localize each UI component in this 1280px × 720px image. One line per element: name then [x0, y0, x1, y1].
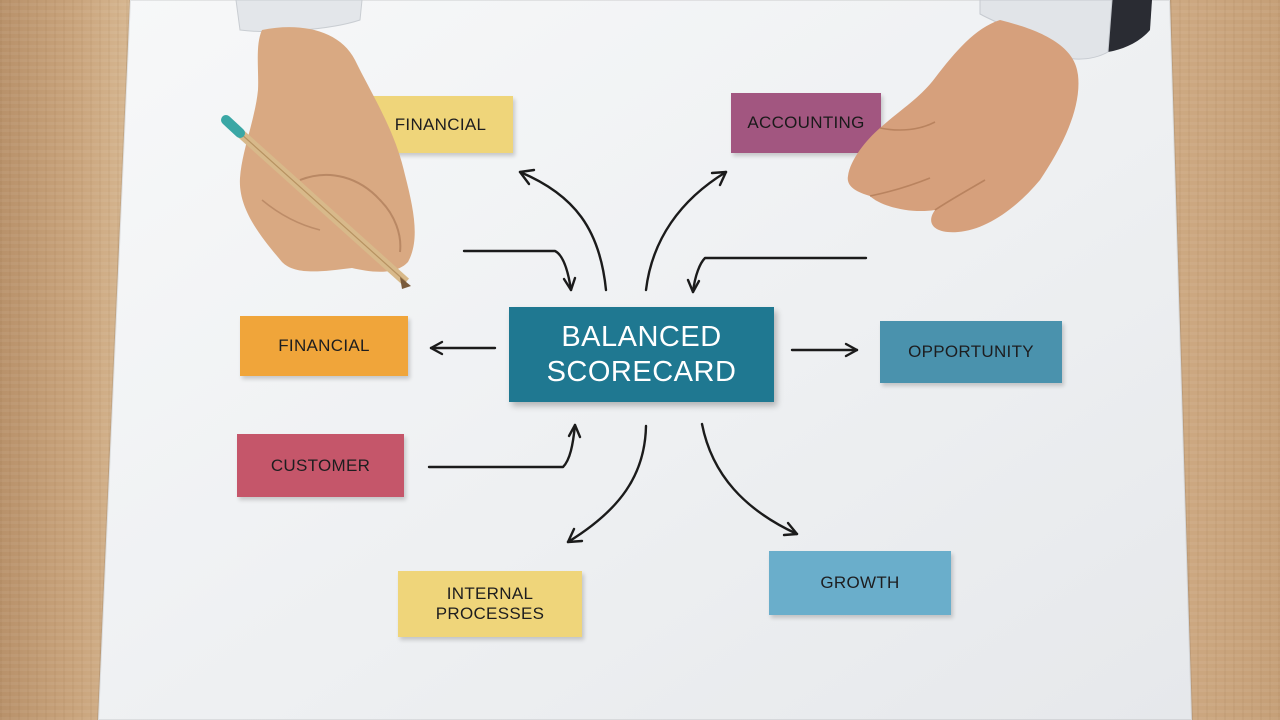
note-left-lower: CUSTOMER	[237, 434, 404, 497]
balanced-scorecard-card: BALANCED SCORECARD	[509, 307, 774, 402]
note-bottom-right-label: GROWTH	[820, 573, 900, 593]
arrow-elbow-right-top	[691, 256, 868, 294]
center-title-line2: SCORECARD	[546, 355, 737, 388]
note-bottom-right: GROWTH	[769, 551, 951, 615]
arrow-down-right	[700, 422, 799, 536]
arrow-down-left	[566, 424, 648, 544]
center-title-line1: BALANCED	[561, 321, 722, 354]
arrow-up-right	[644, 170, 728, 292]
note-left-lower-label: CUSTOMER	[270, 455, 371, 475]
note-right-middle: OPPORTUNITY	[880, 321, 1062, 383]
arrow-elbow-left-top	[462, 249, 573, 292]
note-top-left-label: FINANCIAL	[394, 114, 487, 134]
note-top-right: ACCOUNTING	[731, 93, 881, 153]
note-right-middle-label: OPPORTUNITY	[908, 342, 1034, 362]
note-top-right-label: ACCOUNTING	[747, 113, 865, 133]
arrow-customer-elbow	[427, 423, 577, 469]
note-bottom-left-label: INTERNAL PROCESSES	[435, 584, 545, 623]
note-left-middle: FINANCIAL	[240, 316, 408, 376]
pencil-icon	[221, 115, 411, 289]
note-bottom-left: INTERNAL PROCESSES	[398, 571, 582, 637]
note-left-middle-label: FINANCIAL	[278, 336, 370, 356]
arrow-up-left	[518, 170, 608, 292]
